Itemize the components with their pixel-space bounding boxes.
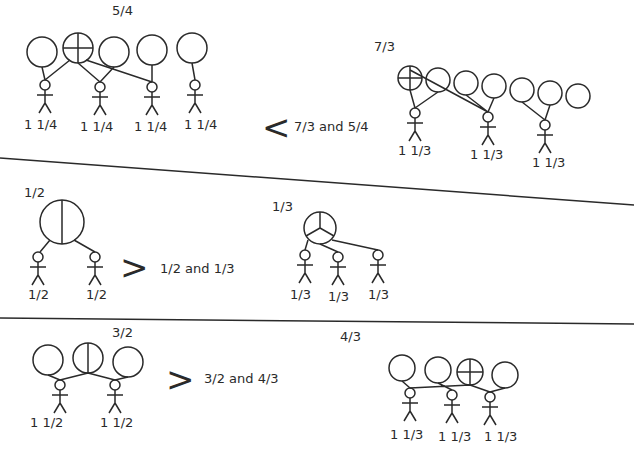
fraction-label: 1 1/3 [398, 144, 431, 158]
fraction-label: 1 1/2 [30, 416, 63, 430]
fraction-label: 1/3 [368, 288, 389, 302]
fraction-label: 1 1/2 [100, 416, 133, 430]
pizza-circle [177, 33, 207, 63]
fraction-label: 1 1/3 [484, 430, 517, 444]
pizza-circle [63, 33, 93, 63]
fraction-label: 1/2 [86, 288, 107, 302]
separator-line [0, 318, 634, 324]
fraction-label: 1/2 and 1/3 [160, 262, 235, 276]
pizza-circle [33, 345, 63, 375]
fraction-label: 1 1/3 [390, 428, 423, 442]
fraction-label: 1 1/4 [24, 118, 57, 132]
fraction-label: 7/3 and 5/4 [294, 120, 369, 134]
comparison-sign: > [120, 250, 149, 284]
fraction-label: 3/2 and 4/3 [204, 372, 279, 386]
comparison-sign: < [262, 110, 291, 144]
comparison-sign: > [166, 362, 195, 396]
fraction-label: 1 1/4 [184, 118, 217, 132]
pizza-circle [27, 37, 57, 67]
fraction-label: 1/3 [290, 288, 311, 302]
pizza-circle [389, 355, 415, 381]
fraction-label: 1 1/4 [80, 120, 113, 134]
stick-figures [37, 80, 203, 115]
pizza-circle [398, 66, 422, 90]
pizza-circle [99, 37, 129, 67]
fraction-label: 1 1/4 [134, 120, 167, 134]
fraction-label: 5/4 [112, 4, 133, 18]
fraction-label: 1/2 [28, 288, 49, 302]
fraction-label: 4/3 [340, 330, 361, 344]
stick-figures [30, 108, 553, 425]
fraction-label: 1 1/3 [470, 148, 503, 162]
fraction-label: 1 1/3 [532, 156, 565, 170]
fraction-label: 1 1/3 [438, 430, 471, 444]
fraction-label: 3/2 [112, 326, 133, 340]
fraction-label: 7/3 [374, 40, 395, 54]
fraction-label: 1/3 [272, 200, 293, 214]
pizza-circle [137, 35, 167, 65]
fraction-label: 1/2 [24, 186, 45, 200]
fraction-label: 1/3 [328, 290, 349, 304]
